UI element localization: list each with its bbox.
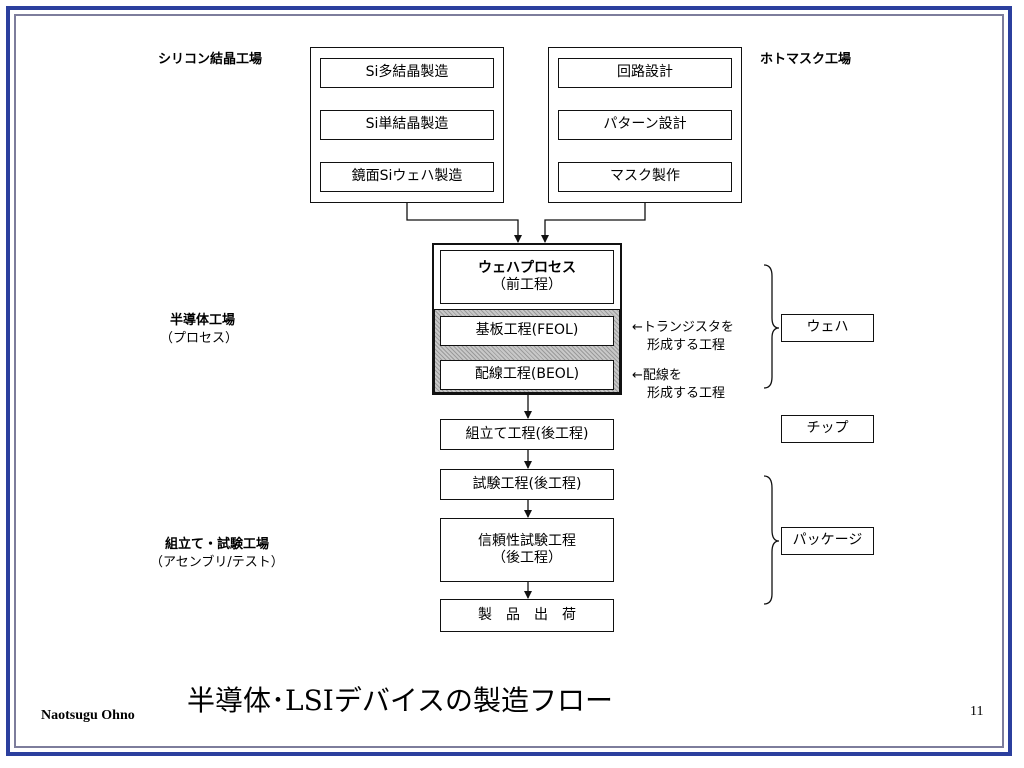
page-number: 11: [970, 704, 984, 719]
shipping-step: 製 品 出 荷: [440, 599, 614, 632]
mask-step-circuit-design: 回路設計: [558, 58, 732, 88]
beol-note-line1: ←配線を: [632, 368, 682, 383]
wafer-process-box: ウェハプロセス （前工程）: [440, 250, 614, 304]
wafer-process-subtitle: （前工程）: [492, 277, 562, 293]
semiconductor-factory-label: 半導体工場: [170, 313, 236, 328]
photomask-factory-label: ホトマスク工場: [760, 52, 852, 67]
assembly-factory-label: 組立て・試験工場: [165, 537, 270, 552]
brace-package: [763, 475, 780, 605]
slide-title: 半導体･LSIデバイスの製造フロー: [187, 684, 613, 717]
feol-note-line2: 形成する工程: [647, 338, 726, 353]
wafer-process-title: ウェハプロセス: [478, 259, 576, 276]
brace-wafer: [763, 264, 780, 389]
author-name: Naotsugu Ohno: [41, 708, 135, 723]
silicon-step-mirror-wafer: 鏡面Siウェハ製造: [320, 162, 494, 192]
stage-chip: チップ: [781, 415, 874, 443]
connector-mask-to-wafer: [541, 203, 646, 243]
silicon-factory-label: シリコン結晶工場: [158, 52, 263, 67]
test-step: 試験工程(後工程): [440, 469, 614, 500]
feol-note-line1: ←トランジスタを: [632, 320, 734, 335]
assembly-factory-sublabel: （アセンブリ/テスト）: [150, 555, 284, 570]
semiconductor-factory-sublabel: （プロセス）: [160, 331, 239, 346]
assembly-step: 組立て工程(後工程): [440, 419, 614, 450]
slide-frame-inner: [14, 14, 1004, 748]
beol-step: 配線工程(BEOL): [440, 360, 614, 390]
reliability-test-step: 信頼性試験工程 （後工程）: [440, 518, 614, 582]
silicon-step-monocrystal: Si単結晶製造: [320, 110, 494, 140]
reliability-test-title: 信頼性試験工程: [478, 532, 576, 549]
reliability-test-subtitle: （後工程）: [492, 550, 562, 566]
stage-package: パッケージ: [781, 527, 874, 555]
connector-silicon-to-wafer: [406, 203, 522, 243]
feol-step: 基板工程(FEOL): [440, 316, 614, 346]
slide-frame-outer: [6, 6, 1012, 756]
mask-step-pattern-design: パターン設計: [558, 110, 732, 140]
mask-step-mask-making: マスク製作: [558, 162, 732, 192]
beol-note-line2: 形成する工程: [647, 386, 726, 401]
silicon-step-polycrystal: Si多結晶製造: [320, 58, 494, 88]
stage-wafer: ウェハ: [781, 314, 874, 342]
